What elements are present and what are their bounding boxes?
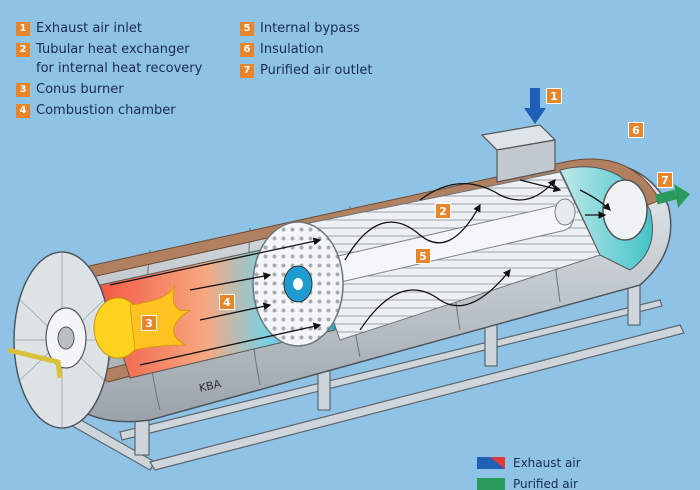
legend-item-2-continued: for internal heat recovery [36,61,202,77]
legend-label: Internal bypass [260,21,360,36]
legend-item-7: 7 Purified air outlet [240,63,372,79]
callout-1: 1 [546,88,562,104]
legend-label: Tubular heat exchanger [36,42,190,57]
key-label-purified: Purified air [513,477,578,490]
legend-label: for internal heat recovery [36,61,203,76]
legend-label: Exhaust air inlet [36,21,142,36]
key-purified: Purified air [513,477,578,490]
callout-5: 5 [415,248,431,264]
legend-badge: 2 [16,43,30,57]
legend-item-4: 4 Combustion chamber [16,103,176,119]
key-label-exhaust: Exhaust air [513,456,581,470]
legend-label: Combustion chamber [36,103,176,118]
legend-item-3: 3 Conus burner [16,82,124,98]
legend-badge: 4 [16,104,30,118]
key-swatch-exhaust-red [490,457,505,469]
callout-3: 3 [141,315,157,331]
callout-4: 4 [219,294,235,310]
legend-item-2: 2 Tubular heat exchanger [16,42,190,58]
legend-label: Insulation [260,42,324,57]
callout-6: 6 [628,122,644,138]
legend-item-5: 5 Internal bypass [240,21,360,37]
gas-supply-pipe [7,347,63,379]
legend-badge: 1 [16,22,30,36]
legend-badge: 3 [16,83,30,97]
legend-item-1: 1 Exhaust air inlet [16,21,142,37]
legend-item-6: 6 Insulation [240,42,324,58]
key-swatch-purified [477,478,505,490]
flow-arrows [109,179,611,366]
legend-badge: 7 [240,64,254,78]
callout-7: 7 [657,172,673,188]
inlet-arrow [524,88,546,124]
legend-label: Purified air outlet [260,63,373,78]
kba-logo: KBA [198,377,223,395]
inlet-nozzle [480,124,557,183]
legend-badge: 5 [240,22,254,36]
legend-label: Conus burner [36,82,124,97]
key-exhaust: Exhaust air [513,456,581,470]
callout-2: 2 [435,203,451,219]
outlet-arrow [655,184,690,208]
legend-badge: 6 [240,43,254,57]
